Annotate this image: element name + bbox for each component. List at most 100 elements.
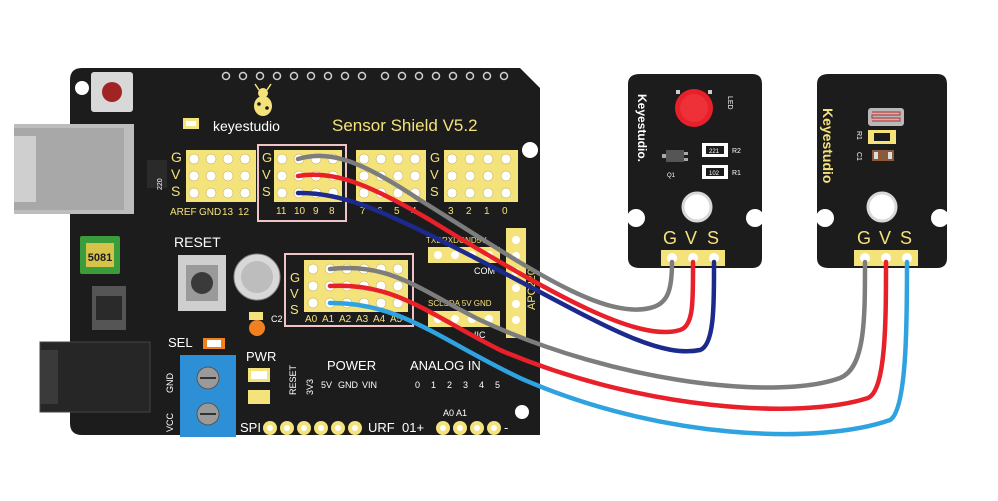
mount-hole (75, 81, 89, 95)
ldr-module-hole (866, 191, 898, 223)
led-module: Keyestudio. LED 221 R2 102 R1 Q1 G V S (627, 74, 764, 268)
label-10: 10 (294, 206, 306, 217)
analog-in-label: ANALOG IN (410, 358, 481, 373)
chip-220-label: 220 (157, 178, 164, 190)
urf-minus: - (504, 420, 508, 435)
label-12: 12 (238, 207, 250, 218)
label-0: 0 (502, 206, 508, 217)
row-label-g-3: G (430, 150, 440, 165)
ldr-r1-label: R1 (855, 131, 862, 140)
chip-5081-label: 5081 (88, 252, 112, 264)
gnd-terminal-label: GND (165, 373, 175, 394)
dc-power-jack (39, 341, 151, 413)
row-label-s: S (171, 183, 180, 199)
wire-led-gnd (295, 153, 675, 312)
led-pin-s: S (707, 228, 719, 248)
power-pin-5v: 5V (321, 380, 332, 390)
label-aref: AREF (170, 207, 197, 218)
power-pin-reset: RESET (288, 364, 298, 395)
photoresistor (868, 108, 904, 126)
r1-label: R1 (732, 170, 741, 177)
spi-num-13: 13 (302, 437, 311, 446)
digital-header-1 (186, 150, 256, 202)
label-8: 8 (329, 206, 335, 217)
row-label-s-4: S (290, 302, 299, 317)
spi-num-11: 11 (318, 437, 327, 446)
q1-label: Q1 (667, 173, 676, 179)
digital-header-4 (444, 150, 518, 202)
analog-in-5: 5 (495, 380, 500, 390)
top-holes (221, 71, 509, 81)
power-label: POWER (327, 358, 376, 373)
power-pin-gnd: GND (338, 380, 359, 390)
reset-label: RESET (174, 234, 221, 250)
row-label-g: G (171, 149, 182, 165)
iic-top-label: SCLSDA 5V GND (428, 299, 492, 308)
wire-led-vcc (295, 172, 696, 335)
sel-label: SEL (168, 335, 193, 350)
row-label-v-3: V (430, 167, 439, 182)
cap-label: C2 (271, 314, 283, 324)
power-pin-vin: VIN (362, 380, 377, 390)
label-gnd: GND (199, 207, 221, 218)
urf-label: URF (368, 420, 395, 435)
label-a5: A5 (390, 314, 403, 325)
row-label-v: V (171, 166, 181, 182)
wire-led-signal (295, 190, 717, 354)
power-pin-3v3: 3V3 (305, 379, 315, 395)
mount-hole (746, 209, 764, 227)
highlight-digital-11-8 (257, 144, 347, 222)
led-module-brand: Keyestudio. (635, 94, 649, 162)
sensor-shield-board: 220 5081 keyestudio Sensor Shield V5.2 G… (14, 68, 540, 446)
row-label-s-2: S (262, 184, 271, 199)
iic-label: IIC (474, 330, 486, 340)
com-top-label: TXDRXDGND5V (426, 236, 487, 245)
analog-in-2: 2 (447, 380, 452, 390)
reset-button-top (102, 82, 122, 102)
urf-nums: 01+ (402, 420, 424, 435)
mount-hole (931, 209, 949, 227)
res-221: 221 (709, 149, 720, 155)
label-13: 13 (222, 207, 234, 218)
wire-ldr-signal (327, 259, 910, 437)
shield-title: Sensor Shield V5.2 (332, 116, 478, 135)
led-pin-v: V (685, 228, 697, 248)
capacitor-c1 (872, 150, 894, 161)
chip-220 (147, 160, 167, 188)
led-pin-g: G (663, 228, 677, 248)
led-module-hole (681, 191, 713, 223)
spi-label: SPI (240, 420, 261, 435)
ldr-c1-label: C1 (855, 152, 862, 161)
label-5: 5 (394, 206, 400, 217)
vcc-terminal-label: VCC (165, 412, 175, 432)
analog-in-4: 4 (479, 380, 484, 390)
label-a1: A1 (322, 314, 335, 325)
label-a0: A0 (305, 314, 318, 325)
analog-in-3: 3 (463, 380, 468, 390)
wires (295, 153, 910, 437)
ldr-pin-g: G (857, 228, 871, 248)
keyestudio-logo (254, 83, 272, 116)
a0a1-label: A0 A1 (443, 408, 467, 418)
row-label-s-3: S (430, 184, 439, 199)
res-102: 102 (709, 171, 720, 177)
label-11: 11 (276, 206, 287, 217)
wire-ldr-gnd (327, 259, 868, 390)
mount-hole (816, 209, 834, 227)
mount-hole (522, 142, 538, 158)
row-label-v-2: V (262, 167, 271, 182)
transistor-q1 (666, 150, 684, 162)
photoresistor-module: Keyestudio R1 C1 G V S (816, 74, 949, 268)
row-label-g-2: G (262, 150, 272, 165)
ldr-pin-s: S (900, 228, 912, 248)
analog-in-1: 1 (431, 380, 436, 390)
orange-led (249, 320, 265, 336)
wire-ldr-vcc (327, 259, 889, 411)
led-label: LED (726, 96, 733, 110)
label-a2: A2 (339, 314, 352, 325)
label-7: 7 (360, 206, 366, 217)
r2-label: R2 (732, 148, 741, 155)
highlight-analog (284, 253, 414, 327)
row-label-g-4: G (290, 270, 300, 285)
spi-num-12: 12 (334, 437, 343, 446)
